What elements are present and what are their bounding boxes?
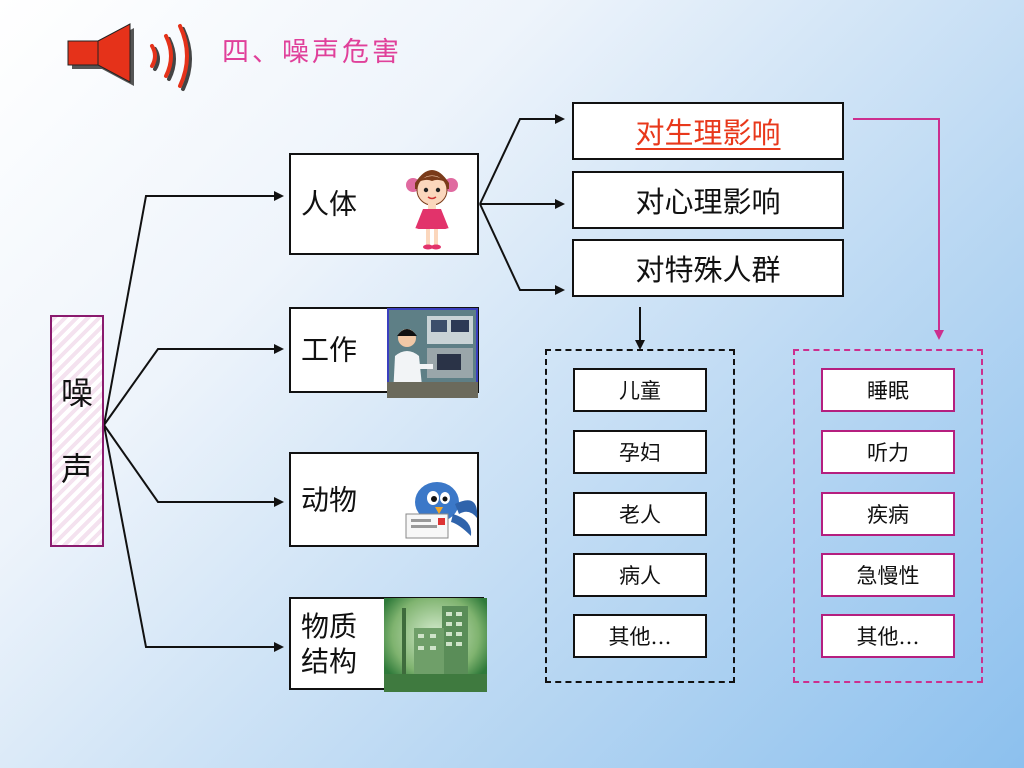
category-label: 人体 xyxy=(301,187,358,221)
category-label: 物质 结构 xyxy=(301,609,358,678)
physio-effect-item: 疾病 xyxy=(821,492,955,536)
special-group-item: 孕妇 xyxy=(573,430,707,474)
page-title: 四、噪声危害 xyxy=(222,37,402,68)
category-material-structure: 物质 结构 xyxy=(289,597,487,692)
effect-psychological: 对心理影响 xyxy=(572,171,844,229)
branch-line-material xyxy=(103,424,284,652)
category-work: 工作 xyxy=(289,307,479,398)
speaker-icon xyxy=(67,23,192,91)
root-char: 声 xyxy=(60,450,93,488)
branch-line-special xyxy=(479,203,565,295)
building-photo xyxy=(384,598,487,692)
special-group-item: 儿童 xyxy=(573,368,707,412)
lab-worker-photo xyxy=(387,308,478,398)
physio-effect-item: 急慢性 xyxy=(821,553,955,597)
root-char: 噪 xyxy=(60,374,93,412)
special-groups-box xyxy=(545,349,735,683)
arrow-to-physio-effects xyxy=(853,118,944,340)
category-animal: 动物 xyxy=(289,452,479,547)
branch-line-physio xyxy=(479,114,565,205)
category-human-body: 人体 xyxy=(289,153,479,255)
root-node-noise: 噪 声 xyxy=(50,315,104,547)
girl-cartoon-icon xyxy=(406,170,458,250)
physio-effect-item: 听力 xyxy=(821,430,955,474)
special-group-item: 病人 xyxy=(573,553,707,597)
branch-line-animal xyxy=(103,424,284,507)
bird-cartoon-icon xyxy=(405,482,478,539)
effect-physiological: 对生理影响 xyxy=(572,102,844,160)
physio-effect-item: 睡眠 xyxy=(821,368,955,412)
category-label: 动物 xyxy=(301,483,358,516)
category-label: 工作 xyxy=(301,333,358,367)
effect-special-groups: 对特殊人群 xyxy=(572,239,844,297)
physio-effect-item: 其他… xyxy=(821,614,955,658)
branch-line-body xyxy=(103,191,284,426)
special-group-item: 其他… xyxy=(573,614,707,658)
special-group-item: 老人 xyxy=(573,492,707,536)
branch-line-work xyxy=(103,344,284,426)
physio-effects-box xyxy=(793,349,983,683)
